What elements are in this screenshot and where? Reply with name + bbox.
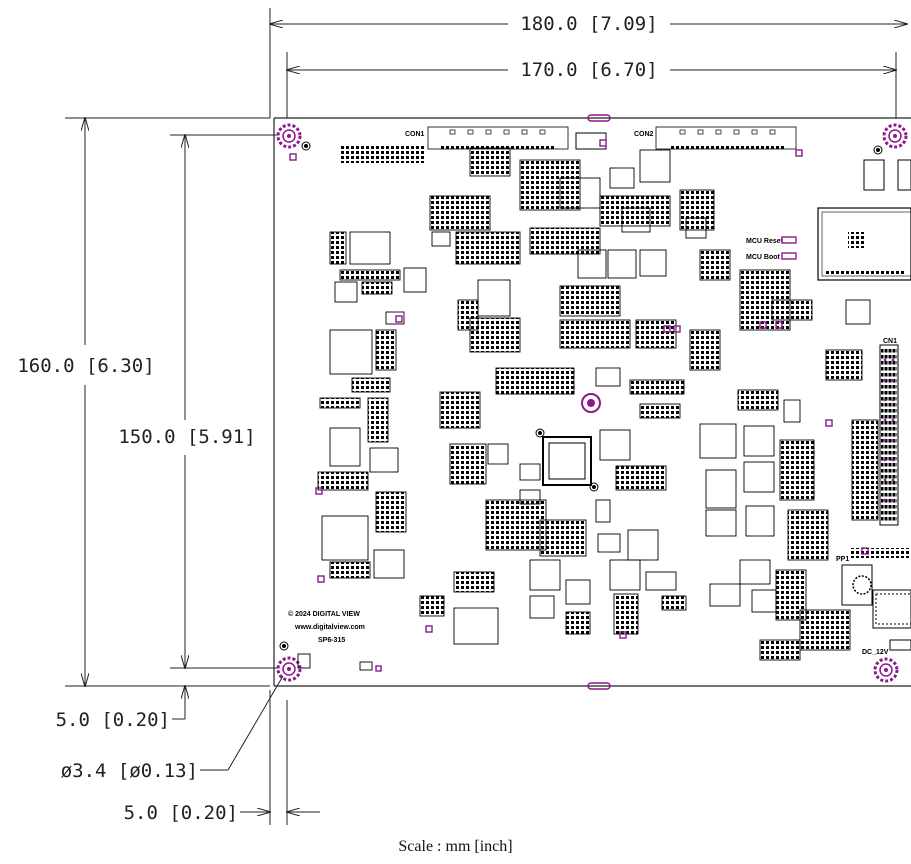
mounting-holes: [276, 123, 908, 683]
dc-12v-label: DC_12V: [862, 649, 889, 656]
dimension-lines: [85, 24, 907, 812]
dim-overall-width: 180.0 [7.09]: [520, 13, 657, 35]
mcu-reset-label: MCU Reset: [746, 238, 784, 245]
component-field: [297, 147, 879, 671]
board-tab-top: [587, 114, 611, 122]
test-points: [289, 139, 869, 672]
scale-note: Scale : mm [inch]: [398, 838, 513, 855]
model-text: SP6-315: [318, 637, 345, 644]
dim-hole-spacing-width: 170.0 [6.70]: [520, 59, 657, 81]
dim-left-offset: 5.0 [0.20]: [124, 802, 238, 824]
board-tab-bottom: [587, 682, 611, 690]
pcb-board: [273, 114, 911, 690]
website-text: www.digitalview.com: [294, 624, 365, 631]
con2-label: CON2: [634, 131, 654, 138]
dim-hole-diameter: ø3.4 [ø0.13]: [61, 760, 198, 782]
copyright-text: © 2024 DIGITAL VIEW: [288, 610, 360, 618]
connector-cn1: [879, 344, 899, 526]
pp1-label: PP1: [836, 556, 849, 563]
dim-hole-spacing-height: 150.0 [5.91]: [118, 426, 255, 448]
mcu-boot-label: MCU Boot: [746, 254, 780, 261]
connector-con2: [575, 126, 797, 151]
con1-label: CON1: [405, 131, 425, 138]
dim-overall-height: 160.0 [6.30]: [17, 355, 154, 377]
extension-lines: [65, 8, 897, 825]
cn1-label: CN1: [883, 338, 897, 345]
mounting-hole-top-right: [882, 123, 908, 149]
dim-bottom-offset: 5.0 [0.20]: [56, 709, 170, 731]
connector-con1: [341, 126, 569, 163]
mounting-hole-bottom-right: [873, 657, 899, 683]
mounting-hole-top-left: [276, 123, 302, 149]
mounting-hole-bottom-left: [276, 656, 302, 682]
main-soc: [542, 393, 601, 486]
mcu-module: [817, 207, 911, 281]
